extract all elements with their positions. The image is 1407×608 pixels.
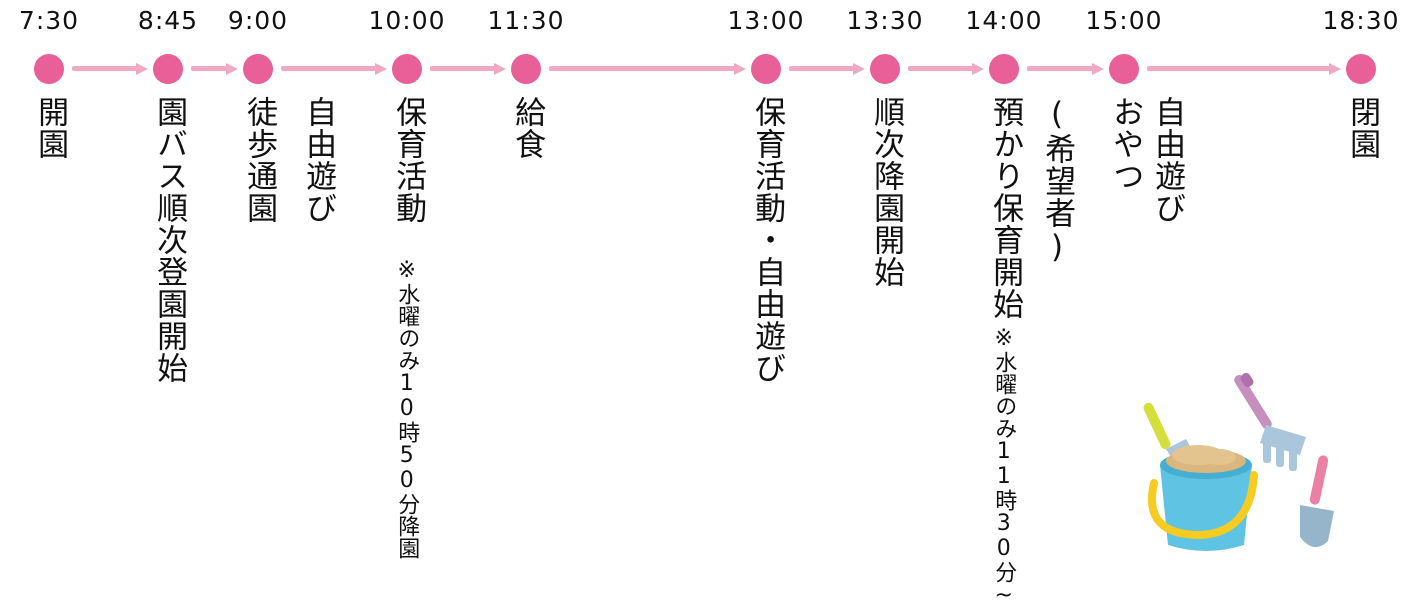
timeline-dot xyxy=(751,54,781,84)
time-label-0900: 9:00 xyxy=(227,6,289,35)
time-label-1830: 18:30 xyxy=(1322,6,1400,35)
timeline-dot xyxy=(153,54,183,84)
arrow-right-icon xyxy=(191,63,238,75)
activity-label-lunch: 給食 xyxy=(509,96,546,160)
time-label-1400: 14:00 xyxy=(965,6,1043,35)
time-label-1500: 15:00 xyxy=(1085,6,1163,35)
wednesday-note-early-dismissal: ※水曜のみ10時50分降園 xyxy=(394,258,420,559)
activity-label-extended-care: 預かり保育開始 xyxy=(987,96,1024,320)
arrow-right-icon xyxy=(908,63,984,75)
sand-toys-illustration xyxy=(1143,372,1334,551)
activity-label-free-play: 自由遊び xyxy=(300,96,337,224)
activity-label-snack: おやつ xyxy=(1107,96,1144,192)
timeline-dot xyxy=(1109,54,1139,84)
rake-icon xyxy=(1234,372,1306,471)
activity-label-class-activity: 保育活動 xyxy=(390,96,427,224)
sand-bucket-icon xyxy=(1148,445,1258,551)
time-label-0730: 7:30 xyxy=(18,6,80,35)
timeline-dot xyxy=(989,54,1019,84)
activity-label-dismissal: 順次降園開始 xyxy=(868,96,905,288)
time-label-1130: 11:30 xyxy=(487,6,565,35)
activity-label-free-play-2: 自由遊び xyxy=(1149,96,1186,224)
timeline-dot xyxy=(392,54,422,84)
arrow-right-icon xyxy=(430,63,506,75)
activity-label-bus-arrival: 園バス順次登園開始 xyxy=(151,96,188,384)
timeline-dot xyxy=(243,54,273,84)
wednesday-note-extended-care: ※水曜のみ11時30分~ xyxy=(991,326,1017,608)
arrow-right-icon xyxy=(789,63,865,75)
arrow-right-icon xyxy=(72,63,148,75)
arrow-right-icon xyxy=(1147,63,1341,75)
timeline-dot xyxy=(870,54,900,84)
activity-label-opening: 開園 xyxy=(32,96,69,160)
arrow-right-icon xyxy=(1027,63,1104,75)
activity-label-walk-arrival: 徒歩通園 xyxy=(241,96,278,224)
timeline-dot xyxy=(511,54,541,84)
time-label-1300: 13:00 xyxy=(727,6,805,35)
activity-label-closing: 閉園 xyxy=(1344,96,1381,160)
activity-label-afternoon: 保育活動・自由遊び xyxy=(749,96,786,384)
arrow-right-icon xyxy=(281,63,387,75)
daily-schedule-timeline: 7:30 8:45 9:00 10:00 11:30 13:00 13:30 1… xyxy=(18,6,1400,608)
time-label-1330: 13:30 xyxy=(846,6,924,35)
activity-label-applicants: (希望者) xyxy=(1039,96,1076,266)
timeline-dot xyxy=(1346,54,1376,84)
arrow-right-icon xyxy=(549,63,746,75)
time-label-0845: 8:45 xyxy=(137,6,199,35)
time-label-1000: 10:00 xyxy=(368,6,446,35)
shovel-icon xyxy=(1300,455,1334,548)
timeline-dot xyxy=(34,54,64,84)
